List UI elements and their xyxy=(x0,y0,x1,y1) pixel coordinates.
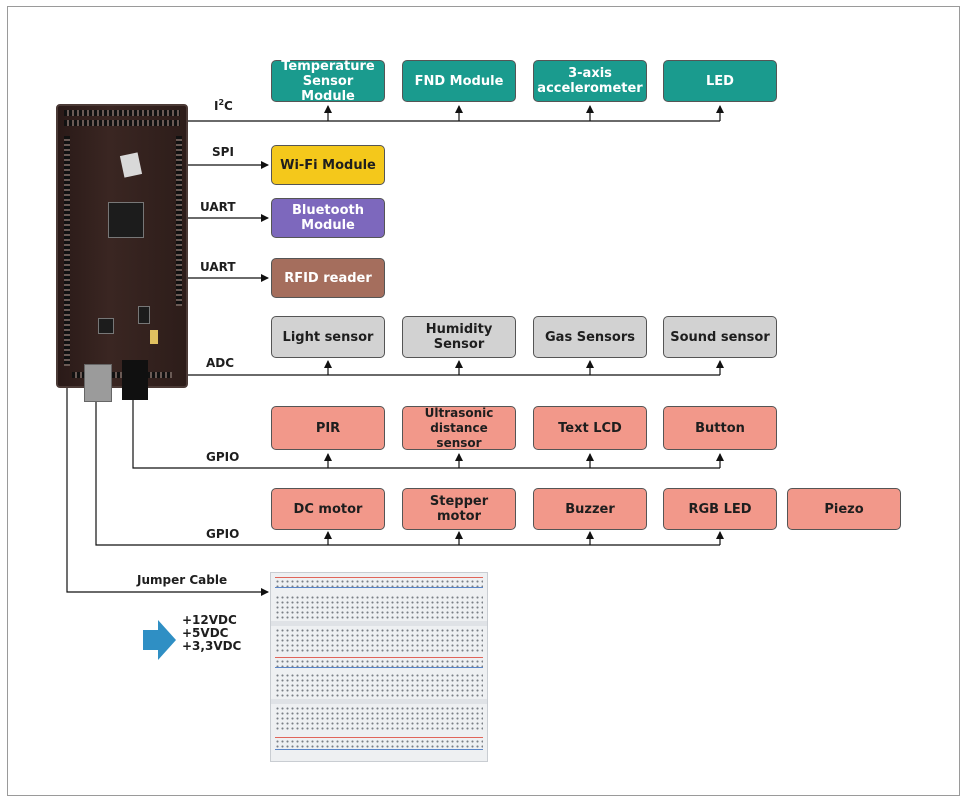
module-pir: PIR xyxy=(271,406,385,450)
module-accelerometer: 3-axis accelerometer xyxy=(533,60,647,102)
module-led: LED xyxy=(663,60,777,102)
module-dc-motor: DC motor xyxy=(271,488,385,530)
figure-frame xyxy=(7,6,960,796)
spi-label: SPI xyxy=(212,145,234,159)
module-fnd: FND Module xyxy=(402,60,516,102)
power-jack xyxy=(122,360,148,400)
gpio1-label: GPIO xyxy=(206,450,240,464)
uart1-label: UART xyxy=(200,200,236,214)
jumper-cable-label: Jumper Cable xyxy=(137,573,228,587)
gpio2-bus-line xyxy=(95,388,720,546)
voltage-5v: +5VDC xyxy=(182,626,229,640)
module-buzzer: Buzzer xyxy=(533,488,647,530)
usb-connector xyxy=(84,364,112,402)
jumper-cable-line xyxy=(66,388,269,596)
module-humidity-sensor: Humidity Sensor xyxy=(402,316,516,358)
i2c-label: I2C xyxy=(214,98,233,113)
voltage-list: +12VDC +5VDC +3,3VDC xyxy=(182,614,241,653)
breadboard-image xyxy=(270,572,488,762)
module-light-sensor: Light sensor xyxy=(271,316,385,358)
board-image xyxy=(56,104,188,388)
module-text-lcd: Text LCD xyxy=(533,406,647,450)
voltage-12v: +12VDC xyxy=(182,613,237,627)
module-button: Button xyxy=(663,406,777,450)
module-sound-sensor: Sound sensor xyxy=(663,316,777,358)
module-ultrasonic: Ultrasonic distance sensor xyxy=(402,406,516,450)
module-piezo: Piezo xyxy=(787,488,901,530)
uart2-label: UART xyxy=(200,260,236,274)
voltage-3v3: +3,3VDC xyxy=(182,639,242,653)
module-rgb-led: RGB LED xyxy=(663,488,777,530)
module-wifi: Wi-Fi Module xyxy=(271,145,385,185)
adc-label: ADC xyxy=(206,356,235,370)
module-rfid: RFID reader xyxy=(271,258,385,298)
module-gas-sensors: Gas Sensors xyxy=(533,316,647,358)
module-stepper-motor: Stepper motor xyxy=(402,488,516,530)
power-arrow-icon xyxy=(143,620,176,660)
gpio1-bus-line xyxy=(132,388,720,469)
gpio2-label: GPIO xyxy=(206,527,240,541)
module-bluetooth: Bluetooth Module xyxy=(271,198,385,238)
module-temperature-sensor: Temperature Sensor Module xyxy=(271,59,385,104)
